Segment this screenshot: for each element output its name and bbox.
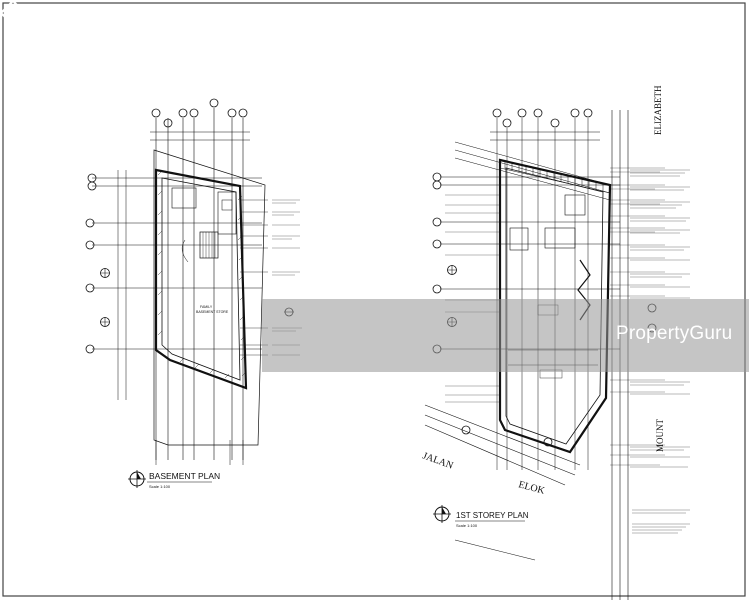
first-storey-plan-title-block — [433, 505, 525, 523]
jalan-elok-road-lines — [424, 404, 581, 561]
first-storey-plan-title: 1ST STOREY PLAN — [456, 511, 529, 520]
road-label-elizabeth: ELIZABETH — [653, 85, 663, 135]
basement-plan-title: BASEMENT PLAN — [149, 471, 220, 481]
propertyguru-logo-icon — [0, 0, 26, 26]
basement-grid-vertical — [155, 108, 244, 460]
first-storey-annotations-right — [610, 167, 665, 466]
watermark-brand: PropertyGuru — [616, 323, 733, 344]
road-label-mount: MOUNT — [655, 418, 665, 452]
basement-grid-horizontal — [92, 177, 262, 350]
first-storey-grid-bubbles — [492, 108, 593, 128]
basement-wall-hatch — [157, 170, 247, 379]
road-label-jalan: JALAN — [421, 450, 455, 471]
basement-plan-title-block — [128, 470, 212, 488]
first-storey-canopy — [499, 159, 611, 194]
basement-grid-bubbles — [151, 98, 248, 128]
road-label-elok: ELOK — [517, 479, 546, 497]
notes-block — [632, 509, 690, 534]
svg-text:BASEMENT STORE: BASEMENT STORE — [196, 310, 229, 314]
svg-text:FAMILY: FAMILY — [200, 305, 213, 309]
basement-plan: FAMILY BASEMENT STORE — [85, 98, 302, 465]
first-storey-plan-scale: Scale 1:100 — [456, 523, 478, 528]
watermark-band — [262, 299, 749, 372]
basement-plan-scale: Scale 1:100 — [149, 484, 171, 489]
